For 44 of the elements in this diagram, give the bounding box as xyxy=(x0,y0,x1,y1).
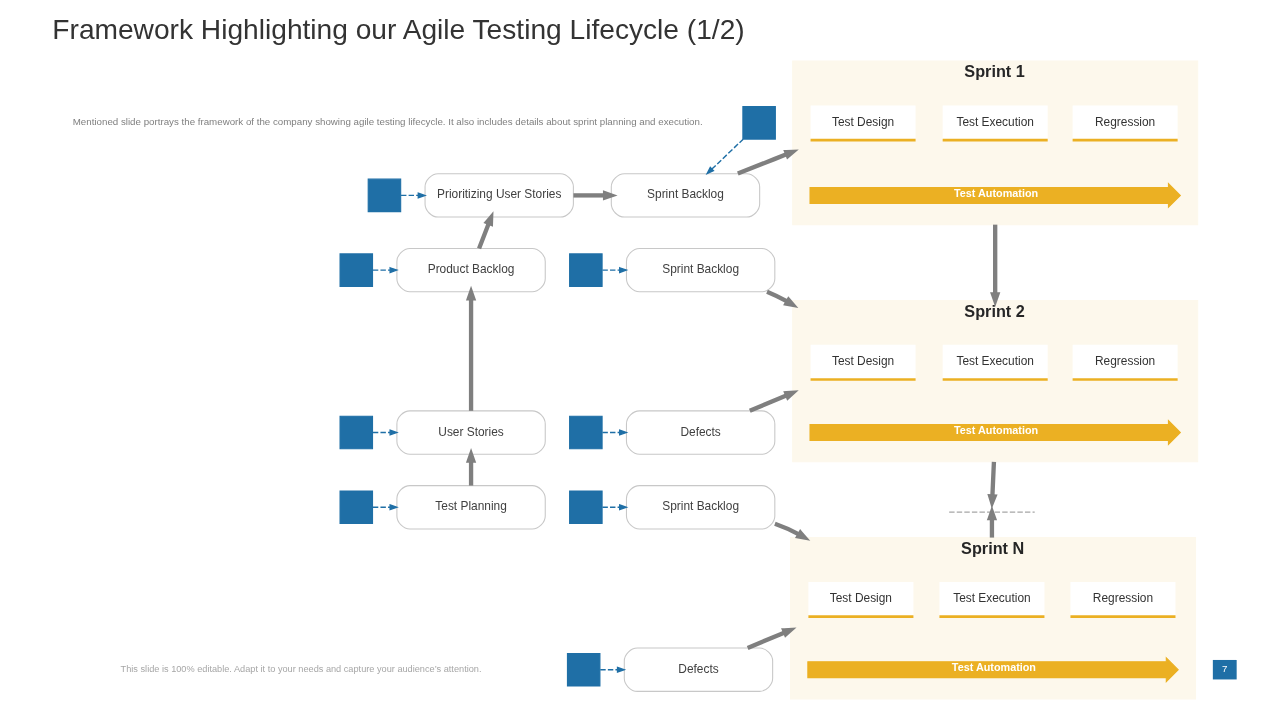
arrow xyxy=(400,192,427,199)
arrow xyxy=(766,289,799,309)
arrow xyxy=(774,521,811,541)
arrow xyxy=(477,211,494,250)
node-box: Sprint Backlog xyxy=(625,485,776,530)
arrow xyxy=(599,666,627,673)
node-box: Defects xyxy=(625,410,776,455)
node-box xyxy=(569,253,603,287)
arrow xyxy=(986,505,998,538)
arrow xyxy=(601,504,629,511)
arrow xyxy=(465,448,477,486)
node-box: Defects xyxy=(623,647,774,692)
node-box: Prioritizing User Stories xyxy=(424,173,574,218)
node-box xyxy=(367,178,402,213)
node-box xyxy=(339,415,374,450)
arrow xyxy=(746,627,797,650)
label: 7 xyxy=(1222,663,1228,675)
label: This slide is 100% editable. Adapt it to your needs and capture your audience’s attention. xyxy=(120,664,482,675)
node-box: User Stories xyxy=(396,410,546,455)
node-box xyxy=(742,106,776,140)
node-box xyxy=(339,490,374,525)
arrow xyxy=(372,429,399,436)
arrow xyxy=(372,504,399,511)
node-box: Sprint Backlog xyxy=(610,173,761,218)
arrow xyxy=(372,266,399,274)
arrow xyxy=(601,429,629,436)
label: Mentioned slide portrays the framework of the company showing agile testing lifecycle. It also includes details about sprint planning and execution. xyxy=(72,116,703,128)
node-box xyxy=(566,652,601,687)
arrow xyxy=(601,266,629,274)
arrow xyxy=(749,390,799,413)
node-box xyxy=(569,490,603,525)
node-box xyxy=(569,415,603,450)
arrow xyxy=(987,461,998,509)
arrow xyxy=(737,149,799,176)
node-box: Test Planning xyxy=(396,485,546,530)
arrow xyxy=(465,285,477,411)
node-box xyxy=(339,253,374,287)
node-box: Sprint Backlog xyxy=(625,247,776,293)
node-box: Product Backlog xyxy=(396,247,546,293)
arrow xyxy=(990,224,1001,307)
node-line xyxy=(948,511,1036,513)
diagram-title: Framework Highlighting our Agile Testing Lifecycle (1/2) xyxy=(52,14,745,46)
arrow xyxy=(705,138,744,176)
arrow xyxy=(573,190,618,201)
